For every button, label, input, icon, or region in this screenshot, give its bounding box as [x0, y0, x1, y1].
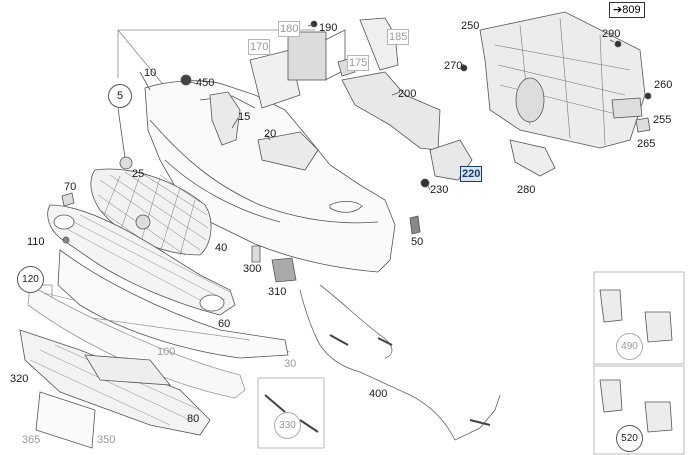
label-350[interactable]: 350: [97, 434, 116, 446]
label-60[interactable]: 60: [218, 318, 231, 330]
label-175[interactable]: 175: [347, 55, 370, 71]
label-25[interactable]: 25: [132, 168, 145, 180]
reference-page: 809: [622, 4, 641, 16]
label-185[interactable]: 185: [387, 29, 410, 45]
label-310[interactable]: 310: [268, 286, 287, 298]
label-80[interactable]: 80: [187, 413, 200, 425]
label-40[interactable]: 40: [215, 242, 228, 254]
label-220-highlighted[interactable]: 220: [460, 166, 483, 182]
label-70[interactable]: 70: [64, 181, 77, 193]
label-250[interactable]: 250: [461, 20, 480, 32]
arrow-icon: ➔: [613, 4, 623, 16]
callout-490[interactable]: 490: [616, 333, 643, 360]
label-15[interactable]: 15: [238, 111, 251, 123]
label-10[interactable]: 10: [144, 67, 157, 79]
label-300[interactable]: 300: [243, 263, 262, 275]
callout-120[interactable]: 120: [17, 266, 44, 293]
label-200[interactable]: 200: [398, 88, 417, 100]
label-270[interactable]: 270: [444, 60, 463, 72]
label-265[interactable]: 265: [637, 138, 656, 150]
callout-330[interactable]: 330: [274, 412, 301, 439]
page-reference[interactable]: ➔809: [609, 2, 645, 18]
label-290[interactable]: 290: [602, 28, 621, 40]
label-260[interactable]: 260: [654, 79, 673, 91]
label-170[interactable]: 170: [248, 39, 271, 55]
label-280[interactable]: 280: [517, 184, 536, 196]
callout-5[interactable]: 5: [108, 84, 132, 108]
label-230[interactable]: 230: [430, 184, 449, 196]
label-320[interactable]: 320: [10, 373, 29, 385]
label-30[interactable]: 30: [284, 358, 297, 370]
label-255[interactable]: 255: [653, 114, 672, 126]
label-20[interactable]: 20: [264, 128, 277, 140]
label-400[interactable]: 400: [369, 388, 388, 400]
label-450[interactable]: 450: [196, 77, 215, 89]
label-365[interactable]: 365: [22, 434, 41, 446]
label-50[interactable]: 50: [411, 236, 424, 248]
label-100[interactable]: 100: [157, 346, 176, 358]
label-190[interactable]: 190: [319, 22, 338, 34]
callout-520[interactable]: 520: [616, 425, 643, 452]
label-180[interactable]: 180: [278, 21, 301, 37]
label-110[interactable]: 110: [27, 236, 45, 248]
